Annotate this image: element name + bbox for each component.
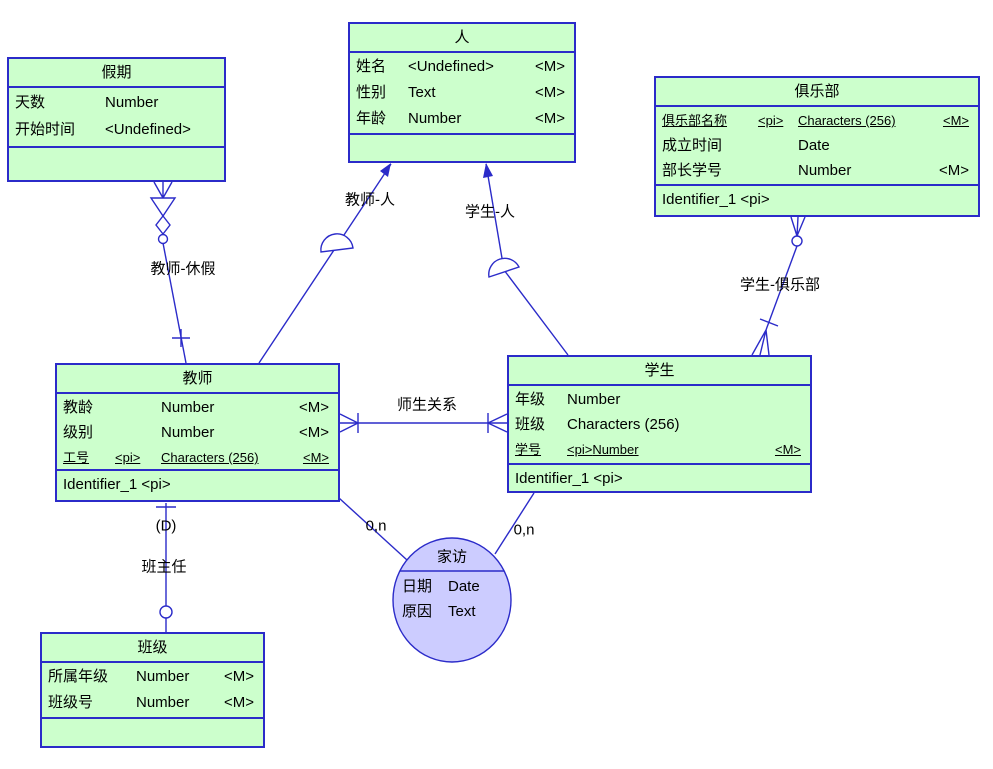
attribute-section: 教龄 Number <M> 级别 Number <M> 工号 <pi> Char… <box>57 394 338 469</box>
attribute-row: 开始时间 <Undefined> <box>15 121 191 138</box>
attribute-row-pi: 俱乐部名称 <pi> Characters (256) <M> <box>662 113 969 128</box>
crowsfoot-icon <box>339 413 359 433</box>
identifier-section-empty <box>350 133 574 161</box>
entity-person[interactable]: 人 姓名 <Undefined> <M> 性别 Text <M> 年龄 Numb… <box>348 22 576 163</box>
connector-class-teacher[interactable] <box>156 503 176 632</box>
entity-club[interactable]: 俱乐部 俱乐部名称 <pi> Characters (256) <M> 成立时间… <box>654 76 980 217</box>
mandatory-cross-icon <box>172 329 190 347</box>
identifier-section: Identifier_1 <pi> <box>57 469 338 500</box>
attribute-section: 年级 Number 班级 Characters (256) 学号 <pi> Nu… <box>509 386 810 463</box>
association-attributes: 日期 Date 原因 Text <box>402 574 480 624</box>
attribute-row: 年龄 Number <M> <box>356 110 565 127</box>
entity-class[interactable]: 班级 所属年级 Number <M> 班级号 Number <M> <box>40 632 265 748</box>
crowsfoot-icon <box>487 413 508 433</box>
entity-title: 班级 <box>42 634 263 663</box>
attribute-section: 姓名 <Undefined> <M> 性别 Text <M> 年龄 Number… <box>350 53 574 133</box>
attribute-row: 原因 Text <box>402 603 476 620</box>
label-teacher-vacation[interactable]: 教师-休假 <box>150 260 216 278</box>
arrow-triangle-icon <box>149 197 177 218</box>
attribute-row: 所属年级 Number <M> <box>48 668 254 685</box>
inheritance-arrow-icon <box>380 163 391 177</box>
association-home-visit-shape[interactable] <box>392 537 512 663</box>
label-cardinality-teacher-visit: 0,n <box>365 517 387 535</box>
label-student-club[interactable]: 学生-俱乐部 <box>740 276 820 294</box>
attribute-row: 日期 Date <box>402 578 480 595</box>
entity-title: 俱乐部 <box>656 78 978 107</box>
connector-teacher-student[interactable] <box>339 413 508 433</box>
inheritance-halfcircle-icon <box>488 257 520 278</box>
attribute-row: 年级 Number <box>515 391 621 408</box>
entity-title: 学生 <box>509 357 810 386</box>
label-teacher-person[interactable]: 教师-人 <box>345 191 395 209</box>
entity-student[interactable]: 学生 年级 Number 班级 Characters (256) 学号 <pi>… <box>507 355 812 493</box>
attribute-section: 所属年级 Number <M> 班级号 Number <M> <box>42 663 263 717</box>
label-student-person[interactable]: 学生-人 <box>465 203 515 221</box>
label-cardinality-student-visit: 0,n <box>513 521 535 539</box>
entity-title: 教师 <box>57 365 338 394</box>
label-class-teacher[interactable]: 班主任 <box>141 558 187 576</box>
attribute-row: 姓名 <Undefined> <M> <box>356 58 565 75</box>
attribute-row: 部长学号 Number <M> <box>662 162 969 179</box>
connector-teacher-vacation[interactable] <box>149 181 190 364</box>
label-dominance-d: (D) <box>155 517 177 535</box>
identifier-section-empty <box>9 146 224 180</box>
attribute-row: 教龄 Number <M> <box>63 399 329 416</box>
identifier-section-empty <box>42 717 263 746</box>
crowsfoot-icon <box>790 216 806 237</box>
connector-student-visit[interactable] <box>494 492 535 555</box>
optional-circle-icon <box>791 235 803 247</box>
attribute-row-pi: 工号 <pi> Characters (256) <M> <box>63 450 329 465</box>
label-teacher-student[interactable]: 师生关系 <box>396 396 458 414</box>
mandatory-bar-icon <box>759 318 779 327</box>
attribute-row-pi: 学号 <pi> Number <M> <box>515 442 801 457</box>
inheritance-arrow-icon <box>483 163 493 178</box>
entity-teacher[interactable]: 教师 教龄 Number <M> 级别 Number <M> 工号 <pi> C… <box>55 363 340 502</box>
connector-student-club[interactable] <box>751 216 806 356</box>
crowsfoot-icon <box>153 181 173 199</box>
attribute-row: 班级号 Number <M> <box>48 694 254 711</box>
attribute-row: 级别 Number <M> <box>63 424 329 441</box>
association-title: 家访 <box>436 548 468 566</box>
attribute-row: 成立时间 Date <box>662 137 830 154</box>
inheritance-halfcircle-icon <box>320 233 354 253</box>
crowsfoot-icon <box>751 329 770 356</box>
entity-vacation[interactable]: 假期 天数 Number 开始时间 <Undefined> <box>7 57 226 182</box>
attribute-section: 俱乐部名称 <pi> Characters (256) <M> 成立时间 Dat… <box>656 107 978 184</box>
attribute-row: 天数 Number <box>15 94 159 111</box>
identifier-section: Identifier_1 <pi> <box>656 184 978 215</box>
connector-teacher-visit[interactable] <box>338 497 408 561</box>
identifier-section: Identifier_1 <pi> <box>509 463 810 492</box>
connector-student-person[interactable] <box>483 163 569 356</box>
connector-teacher-person[interactable] <box>258 163 392 364</box>
attribute-section: 天数 Number 开始时间 <Undefined> <box>9 88 224 146</box>
attribute-row: 班级 Characters (256) <box>515 416 680 433</box>
entity-title: 假期 <box>9 59 224 88</box>
optional-circle-icon <box>159 605 173 619</box>
optional-circle-icon <box>157 233 169 245</box>
entity-title: 人 <box>350 24 574 53</box>
attribute-row: 性别 Text <M> <box>356 84 565 101</box>
diamond-icon <box>155 214 171 236</box>
